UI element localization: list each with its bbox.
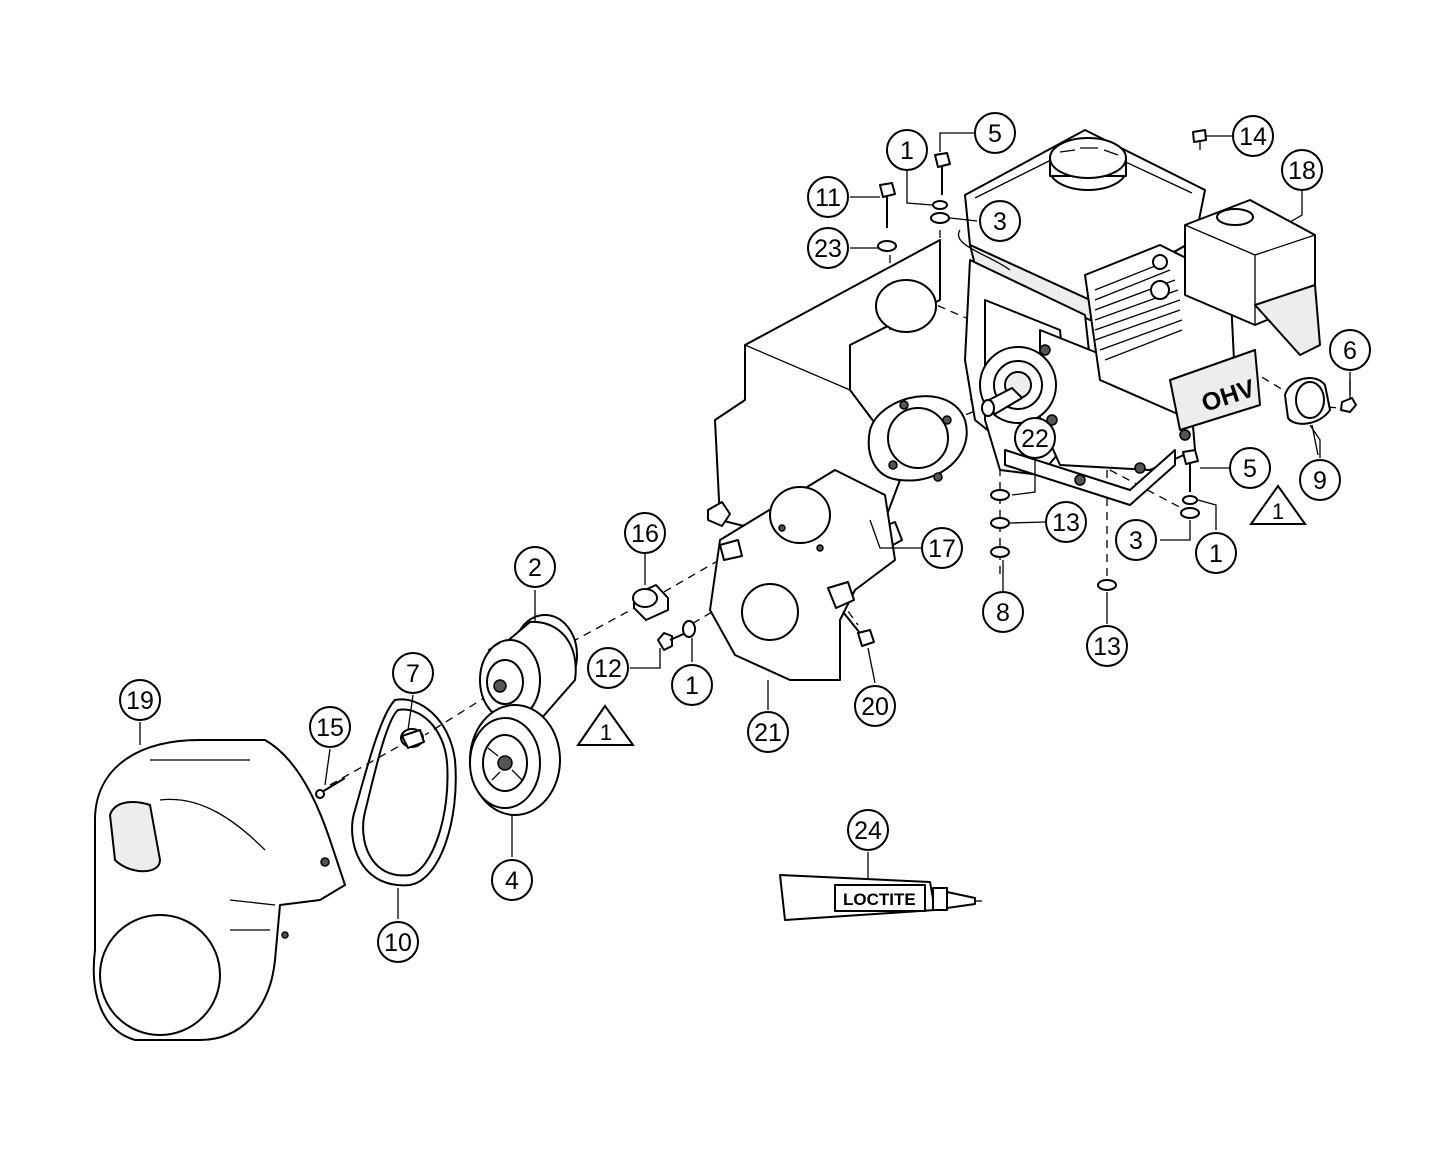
svg-text:14: 14 (1239, 123, 1267, 151)
part-2-clutch (479, 614, 578, 721)
part-22-washer (990, 489, 1010, 501)
svg-text:1: 1 (600, 720, 612, 745)
callout-7: 7 (392, 652, 434, 694)
svg-text:1: 1 (1272, 499, 1284, 524)
svg-text:19: 19 (126, 687, 154, 715)
svg-text:6: 6 (1343, 337, 1357, 365)
warning-triangle-1: 1 (576, 704, 635, 746)
svg-text:18: 18 (1288, 157, 1316, 185)
callout-11: 11 (807, 176, 849, 218)
callout-12: 12 (587, 647, 629, 689)
svg-text:24: 24 (854, 817, 882, 845)
callouts: 1 5 14 18 11 3 23 6 9 22 5 13 3 1 8 13 1… (119, 112, 1371, 963)
callout-15: 15 (309, 706, 351, 748)
part-10-belt (351, 698, 457, 887)
callout-9: 9 (1299, 459, 1341, 501)
part-17-engine-mount-plate (707, 239, 968, 553)
callout-18: 18 (1281, 149, 1323, 191)
callout-16: 16 (624, 512, 666, 554)
part-20-bolt (842, 611, 875, 647)
svg-text:2: 2 (528, 554, 542, 582)
svg-text:4: 4 (505, 867, 519, 895)
svg-text:9: 9 (1313, 467, 1327, 495)
part-14-screw (1192, 129, 1232, 150)
part-24-loctite-tube: LOCTITE (779, 874, 982, 921)
part-13-washer-left (990, 517, 1010, 529)
svg-text:1: 1 (685, 672, 699, 700)
part-12-bolt (657, 631, 689, 651)
callout-1: 1 (886, 129, 928, 171)
callout-3b: 3 (1115, 519, 1157, 561)
callout-22: 22 (1014, 417, 1056, 459)
part-4-pulley (469, 704, 561, 816)
part-13-washer-bottom (1097, 579, 1117, 591)
svg-text:5: 5 (1243, 455, 1257, 483)
part-11-bolt (879, 182, 896, 228)
svg-text:3: 3 (1129, 527, 1143, 555)
callout-5: 5 (974, 112, 1016, 154)
part-3-washer-right (1180, 507, 1200, 519)
loctite-label: LOCTITE (843, 890, 916, 909)
svg-text:1: 1 (1209, 540, 1223, 568)
part-21-belt-guard-plate (709, 469, 896, 681)
callout-13b: 13 (1086, 625, 1128, 667)
callout-1b: 1 (1195, 532, 1237, 574)
svg-text:11: 11 (815, 184, 841, 212)
part-5-bolt-bottom (1182, 449, 1199, 492)
callout-5b: 5 (1229, 447, 1271, 489)
callout-6: 6 (1329, 329, 1371, 371)
callout-2: 2 (514, 546, 556, 588)
part-6-nut (1340, 380, 1357, 413)
svg-text:23: 23 (814, 235, 842, 263)
part-3-washer-top (930, 212, 950, 224)
svg-text:15: 15 (316, 714, 344, 742)
callout-8: 8 (982, 591, 1024, 633)
part-7-bushing (400, 728, 425, 749)
part-1-washer-right (1182, 495, 1198, 505)
svg-text:1: 1 (900, 137, 914, 165)
part-9-end-cap (1284, 376, 1331, 456)
svg-text:7: 7 (406, 660, 420, 688)
svg-text:3: 3 (993, 208, 1007, 236)
callout-21: 21 (747, 711, 789, 753)
callout-4: 4 (491, 859, 533, 901)
svg-text:8: 8 (996, 599, 1010, 627)
svg-text:22: 22 (1021, 425, 1049, 453)
svg-text:13: 13 (1052, 509, 1080, 537)
part-15-pin (315, 777, 346, 799)
part-5-bolt-top (934, 152, 951, 195)
svg-text:16: 16 (631, 520, 659, 548)
svg-text:20: 20 (861, 693, 889, 721)
callout-24: 24 (847, 809, 889, 851)
svg-text:13: 13 (1093, 633, 1121, 661)
callout-19: 19 (119, 679, 161, 721)
callout-14: 14 (1232, 115, 1274, 157)
part-19-belt-cover (92, 739, 346, 1041)
callout-1c: 1 (671, 664, 713, 706)
engine-assembly: OHV (957, 129, 1321, 506)
part-8-washer (990, 546, 1010, 558)
callout-10: 10 (377, 921, 419, 963)
part-16-spacer (632, 584, 669, 621)
svg-text:17: 17 (928, 535, 956, 563)
svg-text:10: 10 (384, 929, 412, 957)
part-23-washer (877, 240, 897, 252)
svg-text:12: 12 (594, 655, 622, 683)
svg-text:5: 5 (988, 120, 1002, 148)
callout-23: 23 (807, 227, 849, 269)
part-1-washer-top (932, 200, 948, 210)
callout-13a: 13 (1045, 501, 1087, 543)
svg-text:21: 21 (754, 719, 782, 747)
callout-17: 17 (921, 527, 963, 569)
part-1-washer-center (682, 620, 696, 638)
callout-3: 3 (979, 200, 1021, 242)
callout-20: 20 (854, 685, 896, 727)
leader-lines (139, 132, 1351, 919)
warning-triangle-2: 1 (1249, 484, 1307, 525)
